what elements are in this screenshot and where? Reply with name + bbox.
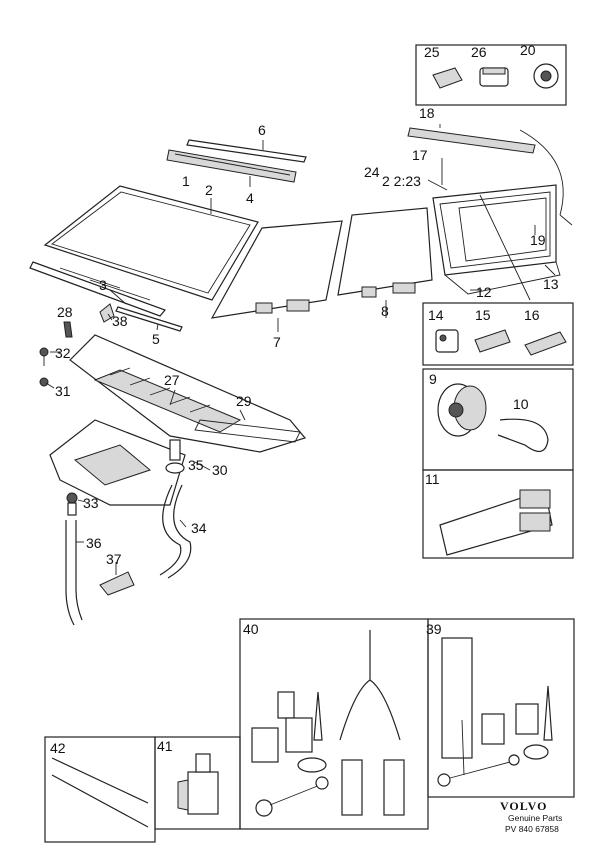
nozzle-33[interactable] (66, 492, 78, 516)
plenum-30[interactable] (49, 419, 186, 506)
rear-window-12[interactable] (432, 184, 557, 276)
moulding-4[interactable] (166, 149, 297, 183)
spring-clip-10[interactable] (497, 418, 549, 452)
callout-31: 31 (55, 383, 71, 399)
callout-15: 15 (475, 307, 491, 323)
callout-27: 27 (164, 372, 180, 388)
callout-21-22-23: 2 2:23 (382, 173, 421, 189)
rear-strip-18[interactable] (407, 127, 536, 154)
callout-6: 6 (258, 122, 266, 138)
leader-lines (45, 124, 556, 575)
kit-39[interactable] (437, 637, 553, 787)
callout-3: 3 (99, 277, 107, 293)
callout-32: 32 (55, 345, 71, 361)
callout-2: 2 (205, 182, 213, 198)
mount-9[interactable] (437, 383, 487, 437)
side-window-7[interactable] (210, 220, 343, 319)
callout-20: 20 (520, 42, 536, 58)
callout-24: 24 (364, 164, 380, 180)
kit-41[interactable] (177, 753, 219, 815)
callout-36: 36 (86, 535, 102, 551)
callout-16: 16 (524, 307, 540, 323)
brand-line-2: PV 840 67858 (505, 824, 559, 834)
clip-28[interactable] (63, 321, 73, 338)
windscreen-2[interactable] (43, 185, 259, 301)
clip-14[interactable] (435, 329, 459, 353)
clamp-37[interactable] (99, 571, 135, 596)
callout-17: 17 (412, 147, 428, 163)
screw-32[interactable] (39, 347, 49, 366)
clip-16[interactable] (524, 331, 567, 356)
clip-15[interactable] (474, 329, 511, 353)
bracket-11[interactable] (439, 489, 553, 556)
grommet-20[interactable] (533, 63, 559, 89)
callout-14: 14 (428, 307, 444, 323)
strips-42[interactable] (51, 757, 149, 828)
callout-34: 34 (191, 520, 207, 536)
nut-31[interactable] (39, 377, 49, 387)
callout-10: 10 (513, 396, 529, 412)
trim-strip-6[interactable] (186, 139, 307, 163)
callout-39: 39 (426, 621, 442, 637)
callout-40: 40 (243, 621, 259, 637)
rear-seal-13[interactable] (444, 261, 561, 295)
grommet-35[interactable] (165, 439, 185, 474)
callout-25: 25 (424, 44, 440, 60)
parts-box-14-16 (422, 302, 574, 366)
kit-40[interactable] (251, 630, 405, 817)
scuttle-panel-27[interactable] (69, 334, 307, 453)
callout-4: 4 (246, 190, 254, 206)
parts-box-top (415, 44, 567, 106)
callout-33: 33 (83, 495, 99, 511)
brand-block: VOLVO Genuine Parts PV 840 67858 (500, 799, 562, 834)
clip-25[interactable] (432, 67, 463, 89)
callout-37: 37 (106, 551, 122, 567)
callout-30: 30 (212, 462, 228, 478)
callout-5: 5 (152, 331, 160, 347)
brand-name: VOLVO (500, 799, 547, 813)
callout-labels: 1 2 3 4 5 6 7 8 9 10 11 12 13 14 15 16 1… (50, 42, 559, 756)
callout-29: 29 (236, 393, 252, 409)
brand-line-1: Genuine Parts (508, 813, 562, 823)
parts-box-11 (422, 469, 574, 559)
callout-12: 12 (476, 284, 492, 300)
callout-7: 7 (273, 334, 281, 350)
parts-box-39 (427, 618, 575, 798)
callout-9: 9 (429, 371, 437, 387)
callout-26: 26 (471, 44, 487, 60)
callout-18: 18 (419, 105, 435, 121)
callout-1: 1 (182, 173, 190, 189)
seal-29[interactable] (194, 419, 301, 443)
windscreen-moulding-3[interactable] (29, 261, 167, 317)
callout-11: 11 (425, 471, 440, 487)
callout-42: 42 (50, 740, 66, 756)
rear-frame-right (519, 129, 573, 226)
hose-36[interactable] (65, 520, 83, 626)
callout-35: 35 (188, 457, 204, 473)
callout-38: 38 (112, 313, 128, 329)
callout-8: 8 (381, 303, 389, 319)
callout-13: 13 (543, 276, 559, 292)
quarter-window-8[interactable] (337, 207, 433, 298)
callout-28: 28 (57, 304, 73, 320)
hose-34[interactable] (159, 484, 192, 579)
parts-box-42 (44, 736, 156, 843)
strip-5[interactable] (115, 306, 183, 332)
callout-41: 41 (157, 738, 173, 754)
callout-19: 19 (530, 232, 546, 248)
clip-26[interactable] (479, 67, 509, 87)
